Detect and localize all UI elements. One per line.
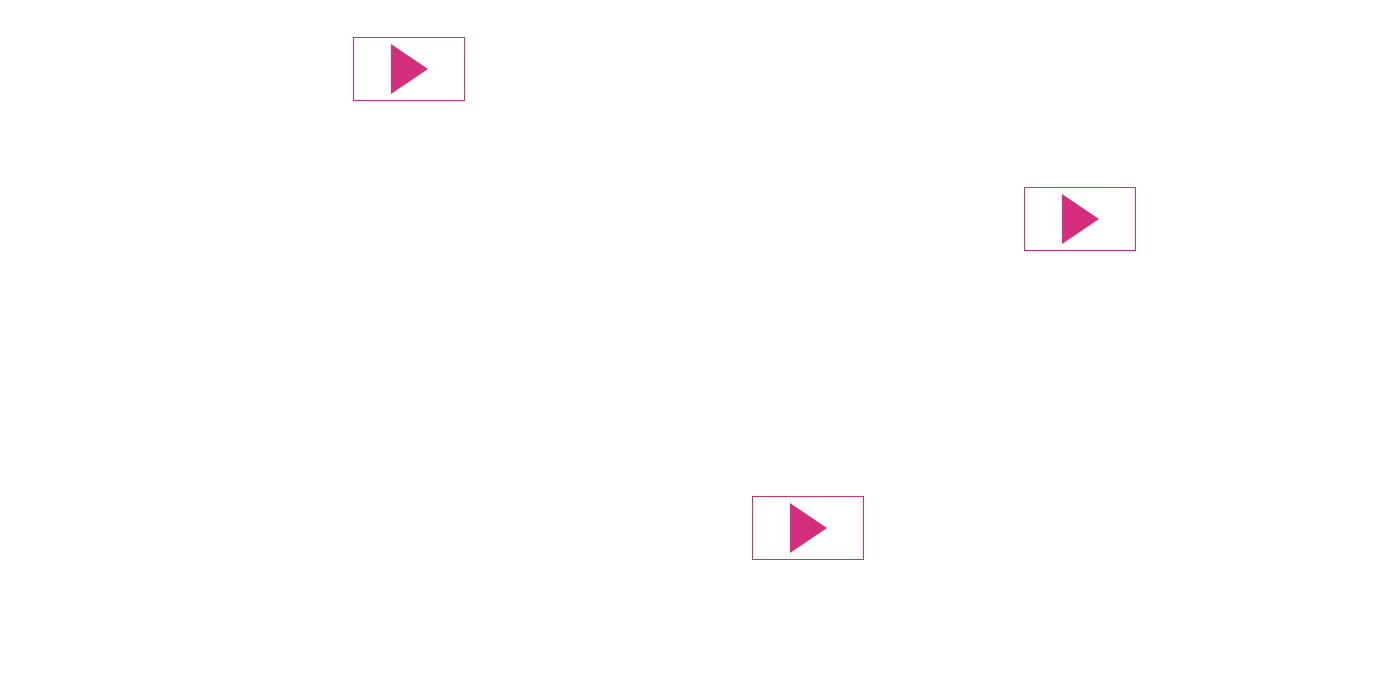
play-icon xyxy=(389,42,429,96)
play-icon xyxy=(1060,192,1100,246)
play-button[interactable] xyxy=(1024,187,1136,251)
play-button[interactable] xyxy=(353,37,465,101)
play-button[interactable] xyxy=(752,496,864,560)
play-icon xyxy=(788,501,828,555)
